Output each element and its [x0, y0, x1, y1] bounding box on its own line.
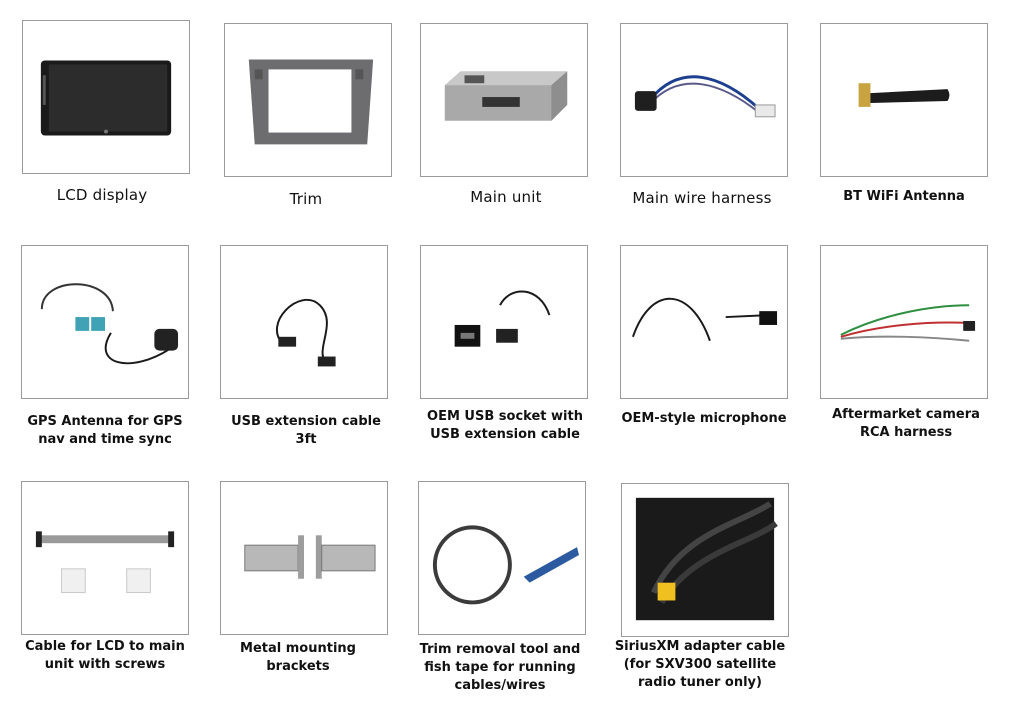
mounting-bracket-icon — [220, 481, 388, 635]
caption-usb-extension-cable: USB extension cable 3ft — [231, 414, 381, 447]
siriusxm-cable-icon — [621, 483, 789, 637]
caption-oem-usb-socket: OEM USB socket with USB extension cable — [427, 409, 583, 442]
caption-gps-antenna: GPS Antenna for GPS nav and time sync — [27, 414, 183, 447]
caption-bt-wifi-antenna: BT WiFi Antenna — [843, 189, 965, 204]
trim-bezel-icon — [224, 23, 392, 177]
caption-main-wire-harness: Main wire harness — [632, 189, 772, 207]
microphone-icon — [620, 245, 788, 399]
usb-cable-icon — [220, 245, 388, 399]
caption-oem-microphone: OEM-style microphone — [621, 411, 787, 426]
caption-camera-rca-harness: Aftermarket camera RCA harness — [832, 407, 980, 440]
main-unit-icon — [420, 23, 588, 177]
caption-lcd-cable: Cable for LCD to main unit with screws — [25, 639, 185, 672]
caption-trim: Trim — [289, 190, 323, 208]
gps-antenna-icon — [21, 245, 189, 399]
wire-harness-icon — [620, 23, 788, 177]
caption-siriusxm-cable: SiriusXM adapter cable (for SXV300 satel… — [614, 639, 786, 690]
antenna-icon — [820, 23, 988, 177]
rca-harness-icon — [820, 245, 988, 399]
trim-tool-icon — [418, 481, 586, 635]
caption-main-unit: Main unit — [470, 188, 542, 206]
caption-metal-brackets: Metal mounting brackets — [240, 641, 356, 674]
caption-trim-removal-tool: Trim removal tool and fish tape for runn… — [419, 642, 581, 693]
caption-lcd-display: LCD display — [56, 186, 148, 204]
usb-socket-icon — [420, 245, 588, 399]
lcd-display-icon — [22, 20, 190, 174]
ribbon-cable-icon — [21, 481, 189, 635]
